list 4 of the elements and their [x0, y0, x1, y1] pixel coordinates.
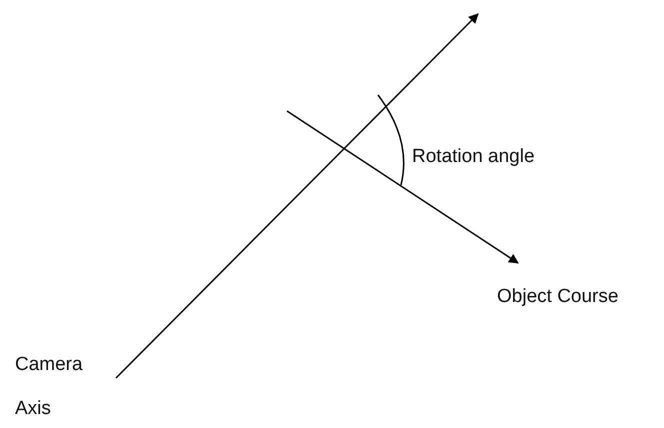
- axis-label: Object Course: [497, 286, 618, 309]
- axis-label: Rotation angle: [412, 146, 535, 169]
- axis-label: Axis: [15, 398, 51, 421]
- axis-label: Camera: [15, 354, 83, 377]
